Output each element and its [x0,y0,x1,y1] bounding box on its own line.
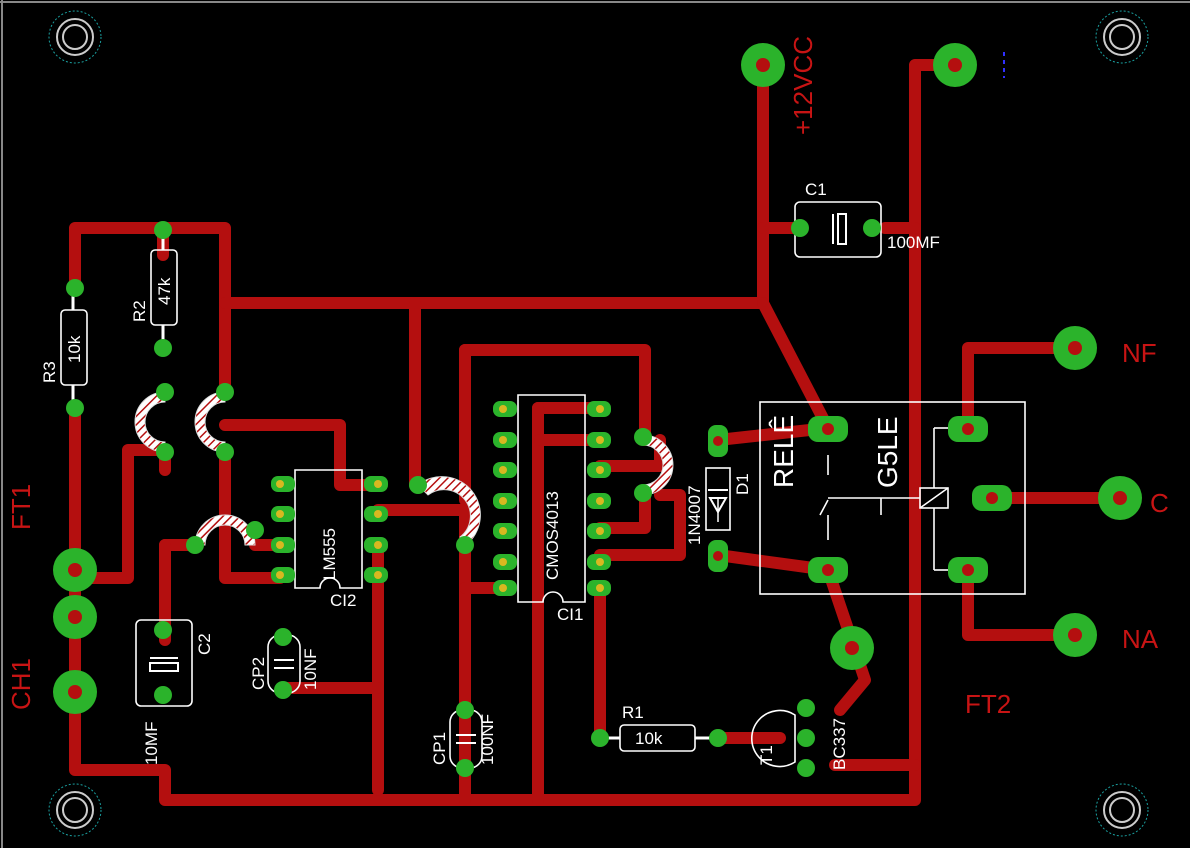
silkscreen [60,201,1026,769]
rele-ref: RELÊ [768,415,799,488]
cp1-value: 100NF [478,714,497,765]
ft2-label: FT2 [965,689,1011,719]
cp2-value: 10NF [301,648,320,690]
nf-label: NF [1122,338,1157,368]
pads [53,43,1142,777]
r2-ref: R2 [130,300,149,322]
c1-ref: C1 [805,180,827,199]
rele-value: G5LE [872,416,903,488]
c2-ref: C2 [195,633,214,655]
t1-value: BC337 [830,718,849,770]
r1-value: 10k [635,729,663,748]
na-label: NA [1122,624,1159,654]
cp1-ref: CP1 [430,732,449,765]
c-label: C [1150,488,1169,518]
ci1-value: CMOS4013 [543,491,562,580]
mounting-holes [48,10,1149,837]
r3-ref: R3 [40,361,59,383]
c2-value: 10MF [142,722,161,765]
t1-ref: T1 [757,745,776,765]
r3-value: 10k [65,335,84,363]
ch1-label: CH1 [6,658,36,710]
ci2-value: LM555 [320,528,339,580]
cp2-ref: CP2 [249,657,268,690]
r1-ref: R1 [622,703,644,722]
c1-value: 100MF [887,233,940,252]
ft1-label: FT1 [6,484,36,530]
ci2-ref: CI2 [330,591,356,610]
d1-ref: D1 [733,473,752,495]
copper-traces [69,59,1126,806]
ci1-ref: CI1 [557,605,583,624]
vcc-label: +12VCC [788,36,818,135]
r2-value: 47k [155,277,174,305]
d1-value: 1N4007 [685,485,704,545]
